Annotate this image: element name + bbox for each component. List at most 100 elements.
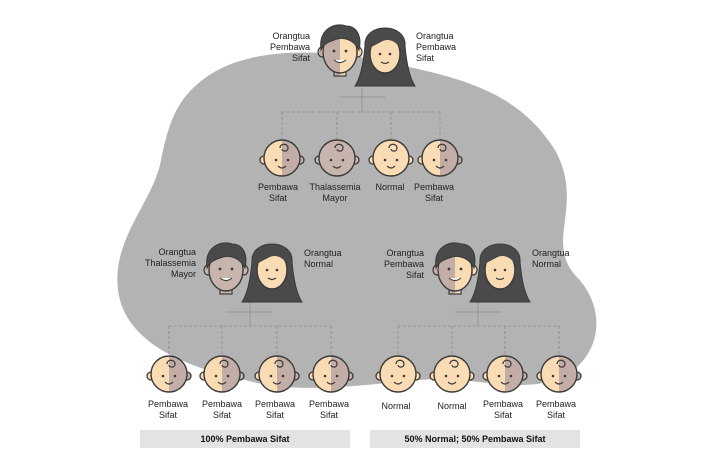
baby-eye-left xyxy=(383,158,387,162)
baby-smile xyxy=(447,381,457,385)
father-smile xyxy=(448,277,462,282)
right-father-label: Orangtua Pembawa Sifat xyxy=(383,248,424,280)
baby-eye-left xyxy=(274,158,278,162)
baby-eye-left xyxy=(390,374,394,378)
left-mother xyxy=(241,243,303,303)
right-mother-label: Orangtua Normal xyxy=(532,248,570,269)
baby-curl xyxy=(334,143,344,152)
top-child-3-label: Normal xyxy=(375,182,405,192)
mother-eye-left xyxy=(265,268,269,272)
baby-eye-right xyxy=(281,374,285,378)
right-child-4 xyxy=(536,355,582,393)
baby-eye-right xyxy=(563,374,567,378)
father-hair xyxy=(206,242,247,270)
baby-eye-right xyxy=(444,158,448,162)
left-result-text: 100% Pembawa Sifat xyxy=(200,434,290,444)
mother-eye-left xyxy=(378,52,382,56)
top-father xyxy=(317,24,363,77)
baby-eye-right xyxy=(402,374,406,378)
baby-head xyxy=(318,139,356,177)
father-eye-right xyxy=(230,267,234,271)
baby-smile xyxy=(435,165,445,169)
baby-head xyxy=(150,355,188,393)
top-child-2 xyxy=(314,139,360,177)
baby-curl xyxy=(328,359,338,368)
baby-eye-right xyxy=(226,374,230,378)
baby-curl xyxy=(395,359,405,368)
baby-eye-right xyxy=(286,158,290,162)
baby-eye-left xyxy=(214,374,218,378)
baby-eye-left xyxy=(551,374,555,378)
baby-curl xyxy=(388,143,398,152)
baby-smile xyxy=(332,165,342,169)
right-child-3-label: Pembawa Sifat xyxy=(482,399,524,420)
baby-smile xyxy=(164,381,174,385)
baby-eye-right xyxy=(395,158,399,162)
right-mother xyxy=(469,243,531,303)
top-child-2-label: Thalassemia Mayor xyxy=(309,182,361,203)
right-child-2-label: Normal xyxy=(437,401,467,411)
left-father xyxy=(203,242,249,295)
left-child-3-label: Pembawa Sifat xyxy=(254,399,296,420)
father-eye-left xyxy=(218,267,222,271)
top-child-1 xyxy=(259,139,305,177)
baby-head xyxy=(312,355,350,393)
left-child-1-label: Pembawa Sifat xyxy=(147,399,189,420)
top-mother-label: Orangtua Pembawa Sifat xyxy=(416,31,457,63)
left-child-2 xyxy=(199,355,245,393)
baby-smile xyxy=(393,381,403,385)
top-child-4-label: Pembawa Sifat xyxy=(413,182,455,203)
baby-smile xyxy=(554,381,564,385)
mother-smile xyxy=(267,277,277,281)
left-result-banner: 100% Pembawa Sifat xyxy=(140,430,350,448)
baby-smile xyxy=(217,381,227,385)
mother-fringe xyxy=(485,247,516,264)
father-eye-right xyxy=(344,49,348,53)
baby-eye-left xyxy=(497,374,501,378)
top-mother xyxy=(354,27,416,87)
top-child-4 xyxy=(417,139,463,177)
baby-eye-right xyxy=(173,374,177,378)
top-child-1-label: Pembawa Sifat xyxy=(257,182,299,203)
baby-eye-left xyxy=(444,374,448,378)
right-father xyxy=(432,242,478,295)
baby-curl xyxy=(166,359,176,368)
baby-head xyxy=(433,355,471,393)
right-result-text: 50% Normal; 50% Pembawa Sifat xyxy=(404,434,546,444)
left-child-2-label: Pembawa Sifat xyxy=(201,399,243,420)
baby-smile xyxy=(272,381,282,385)
father-smile xyxy=(333,59,347,64)
right-child-1 xyxy=(375,355,421,393)
baby-curl xyxy=(502,359,512,368)
father-eye-left xyxy=(447,267,451,271)
baby-curl xyxy=(449,359,459,368)
baby-eye-right xyxy=(456,374,460,378)
background-blob xyxy=(117,52,597,388)
left-child-1 xyxy=(146,355,192,393)
baby-curl xyxy=(219,359,229,368)
mother-fringe xyxy=(257,247,288,264)
left-child-3 xyxy=(254,355,300,393)
mother-eye-right xyxy=(388,52,392,56)
top-father-label: Orangtua Pembawa Sifat xyxy=(269,31,310,63)
baby-smile xyxy=(386,165,396,169)
mother-fringe xyxy=(370,31,401,48)
left-mother-label: Orangtua Normal xyxy=(304,248,342,269)
mother-smile xyxy=(495,277,505,281)
right-result-banner: 50% Normal; 50% Pembawa Sifat xyxy=(370,430,580,448)
baby-eye-left xyxy=(329,158,333,162)
right-child-4-label: Pembawa Sifat xyxy=(535,399,577,420)
baby-head xyxy=(263,139,301,177)
baby-head xyxy=(203,355,241,393)
baby-smile xyxy=(326,381,336,385)
father-smile xyxy=(219,277,233,282)
father-hair xyxy=(435,242,476,270)
baby-eye-left xyxy=(323,374,327,378)
top-child-3 xyxy=(368,139,414,177)
baby-smile xyxy=(500,381,510,385)
baby-curl xyxy=(274,359,284,368)
baby-curl xyxy=(279,143,289,152)
baby-head xyxy=(379,355,417,393)
